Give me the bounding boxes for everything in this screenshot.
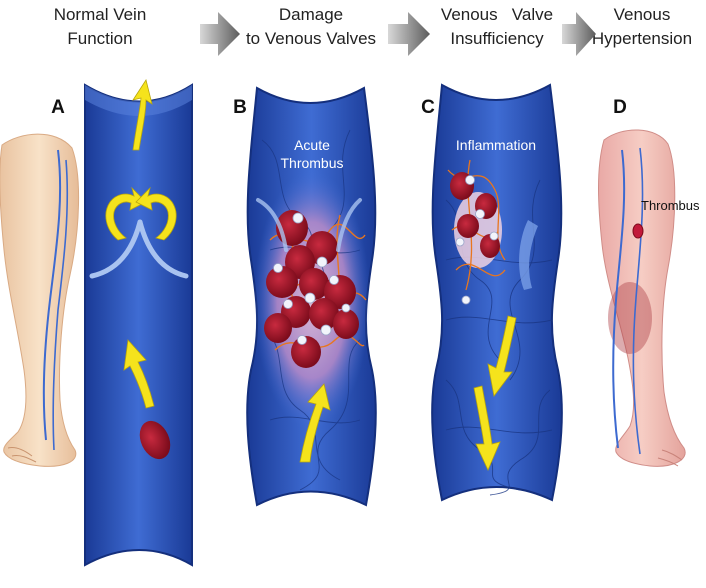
thrombus-label: Thrombus: [641, 198, 700, 213]
stage-title-4-line-2: Hypertension: [592, 29, 692, 48]
inflammation-label: Inflammation: [456, 137, 536, 153]
stage-title-1-line-2: Function: [67, 29, 132, 48]
stage-title-3-line-1: Venous Valve: [441, 5, 553, 24]
stage-title-4: Venous Hypertension: [592, 5, 692, 48]
reflux-arrow-lower-icon: [473, 385, 501, 471]
panel-letter-d: D: [613, 97, 627, 118]
upward-flow-arrow-icon: [299, 383, 331, 463]
red-blood-cell-icon: [139, 420, 171, 460]
step-arrow-1-icon: [200, 12, 240, 56]
acute-thrombus-label-line-2: Thrombus: [280, 155, 343, 171]
hypertension-leg-illustration: Thrombus: [598, 129, 700, 467]
panel-letter-a: A: [51, 97, 65, 118]
stage-title-1: Normal Vein Function: [54, 5, 147, 48]
recirculation-arrow-left-icon: [105, 186, 147, 241]
reflux-arrow-upper-icon: [487, 315, 517, 397]
stage-title-3: Venous Valve Insufficiency: [441, 5, 553, 48]
step-arrow-2-icon: [388, 12, 430, 56]
stage-title-2-line-2: to Venous Valves: [246, 29, 376, 48]
thrombus-marker-icon: [632, 223, 644, 239]
panel-letter-b: B: [233, 97, 247, 118]
stage-title-2-line-1: Damage: [279, 5, 343, 24]
rising-flow-arrow-icon: [123, 339, 155, 409]
normal-vein-illustration: [84, 79, 193, 567]
stage-title-1-line-1: Normal Vein: [54, 5, 147, 24]
acute-thrombus-vein-illustration: Acute Thrombus: [246, 86, 377, 507]
inflammation-vein-illustration: Inflammation: [431, 83, 563, 502]
acute-thrombus-label-line-1: Acute: [294, 137, 330, 153]
panel-letter-c: C: [421, 97, 435, 118]
step-arrow-3-icon: [562, 12, 596, 56]
recirculation-arrow-right-icon: [135, 186, 177, 241]
upward-flow-arrow-icon: [132, 79, 153, 151]
stage-title-3-line-2: Insufficiency: [450, 29, 544, 48]
normal-leg-illustration: [0, 133, 80, 467]
stage-title-2: Damage to Venous Valves: [246, 5, 376, 48]
stage-title-4-line-1: Venous: [614, 5, 671, 24]
